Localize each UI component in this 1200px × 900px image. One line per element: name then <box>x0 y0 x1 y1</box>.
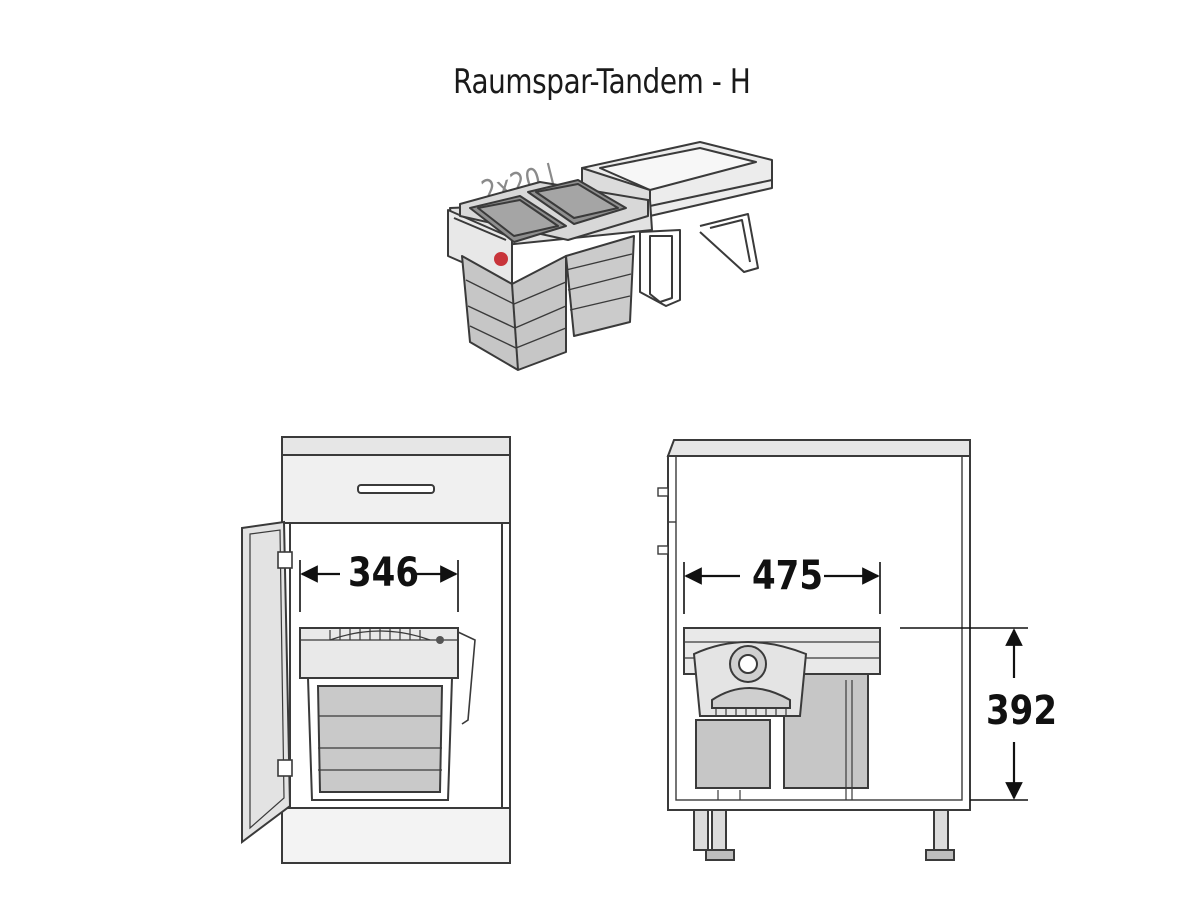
front-view-cabinet <box>241 436 511 864</box>
dimension-lines <box>299 560 1028 801</box>
dimension-depth-label: 475 <box>752 553 823 599</box>
dimension-height-label: 392 <box>986 688 1057 734</box>
diagram-title: Raumspar-Tandem - H <box>453 62 751 102</box>
product-isometric <box>447 141 773 371</box>
side-view-cabinet <box>657 439 971 861</box>
dimension-width-label: 346 <box>348 550 419 596</box>
